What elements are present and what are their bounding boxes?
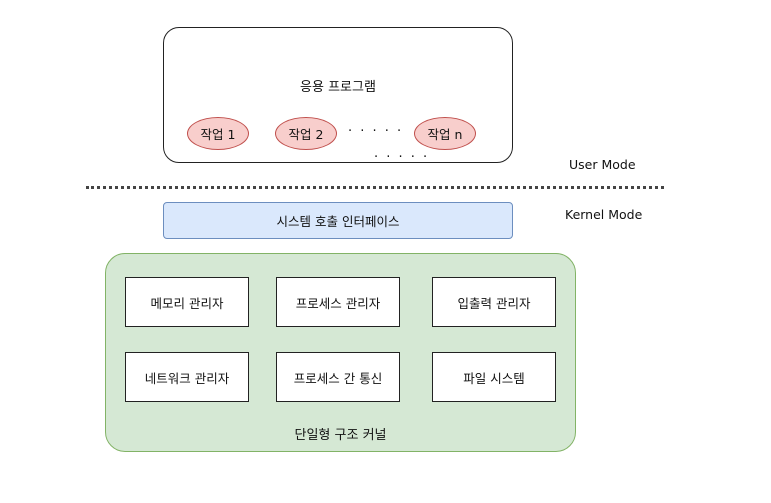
system-call-interface-label: 시스템 호출 인터페이스 — [276, 214, 400, 229]
user-mode-label: User Mode — [569, 157, 636, 172]
mode-divider-line — [86, 186, 664, 189]
task-2-node: 작업 2 — [275, 117, 337, 150]
task-n-label: 작업 n — [427, 127, 463, 142]
application-program-title: 응용 프로그램 — [300, 80, 376, 95]
io-manager-box: 입출력 관리자 — [432, 277, 556, 327]
file-system-box: 파일 시스템 — [432, 352, 556, 402]
ipc-label: 프로세스 간 통신 — [293, 370, 383, 386]
task-ellipsis-below: · · · · · — [374, 150, 430, 165]
task-n-node: 작업 n — [414, 117, 476, 150]
memory-manager-label: 메모리 관리자 — [150, 295, 224, 311]
file-system-label: 파일 시스템 — [463, 370, 525, 386]
task-2-label: 작업 2 — [288, 127, 324, 142]
memory-manager-box: 메모리 관리자 — [125, 277, 249, 327]
network-manager-label: 네트워크 관리자 — [144, 370, 230, 386]
task-1-label: 작업 1 — [200, 127, 236, 142]
monolithic-kernel-label: 단일형 구조 커널 — [294, 428, 387, 443]
network-manager-box: 네트워크 관리자 — [125, 352, 249, 402]
process-manager-label: 프로세스 관리자 — [295, 295, 381, 311]
task-1-node: 작업 1 — [187, 117, 249, 150]
io-manager-label: 입출력 관리자 — [457, 295, 531, 311]
process-manager-box: 프로세스 관리자 — [276, 277, 400, 327]
task-ellipsis-inline: · · · · · — [348, 124, 404, 139]
system-call-interface-box: 시스템 호출 인터페이스 — [163, 202, 513, 239]
ipc-box: 프로세스 간 통신 — [276, 352, 400, 402]
kernel-mode-label: Kernel Mode — [565, 207, 643, 222]
